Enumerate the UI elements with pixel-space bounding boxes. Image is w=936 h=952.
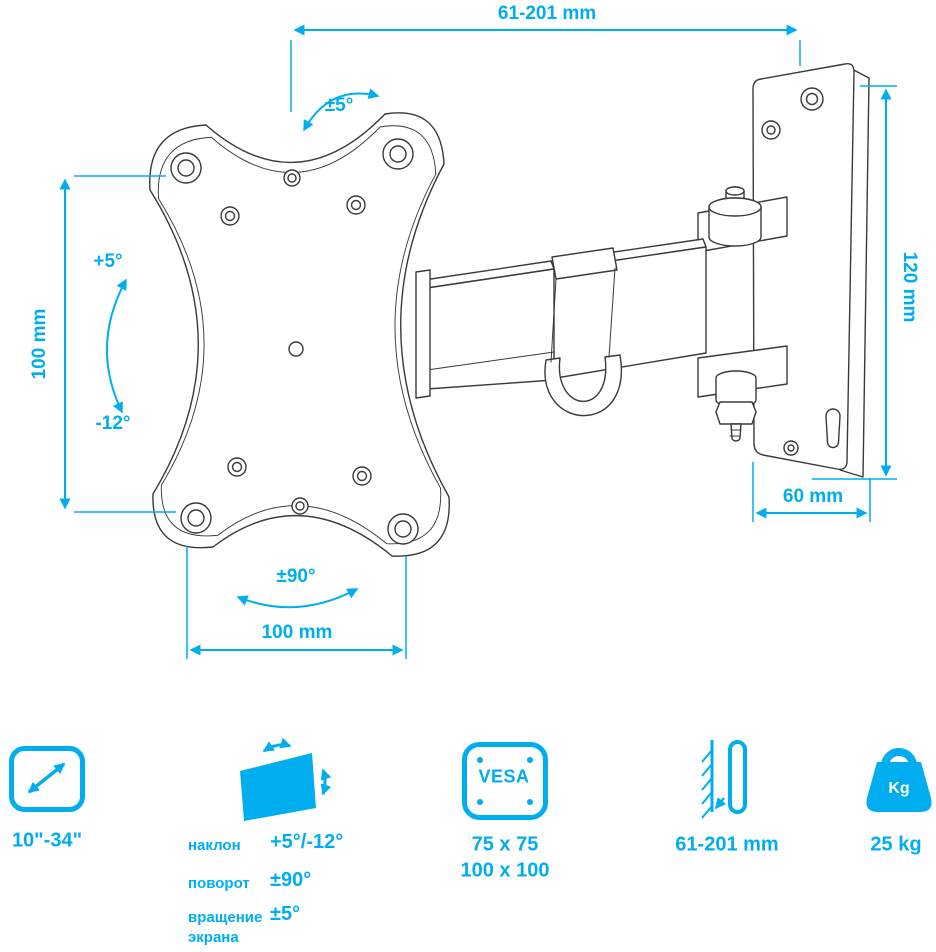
screen-tilt-icon [240, 737, 332, 821]
weight-value: 25 kg [870, 833, 922, 856]
mount-arm-drawing [415, 238, 707, 417]
vesa-size-2: 100 x 100 [460, 859, 550, 882]
vesa-plate-icon [462, 742, 548, 820]
wall-distance-icon [701, 740, 747, 819]
dim-tilt-down-label: -12° [95, 413, 131, 434]
movement-swivel-label: поворот [188, 875, 250, 892]
dim-swivel-label: ±90° [276, 566, 316, 587]
kettlebell-icon [866, 748, 932, 812]
dim-arm-extension-label: 61-201 mm [497, 3, 597, 24]
dim-bracket-depth-label: 60 mm [782, 486, 844, 507]
dim-tilt-up-label: +5° [93, 251, 123, 272]
movement-tilt-label: наклон [188, 837, 241, 854]
vesa-size-1: 75 x 75 [471, 833, 539, 856]
dim-plate-width-label: 100 mm [261, 622, 333, 643]
diagonal-size-icon [9, 746, 85, 812]
weight-unit-label: Kg [888, 780, 910, 797]
dimension-lines [59, 24, 897, 659]
dim-bracket-height-label: 120 mm [899, 251, 920, 323]
movement-swivel-value: ±90° [270, 869, 312, 891]
wall-distance-value: 61-201 mm [675, 833, 779, 856]
screen-size-value: 10"-34" [11, 829, 83, 852]
hinge-drawing [697, 186, 788, 442]
movement-rotation-value: ±5° [270, 903, 301, 925]
movement-tilt-value: +5°/-12° [270, 831, 344, 853]
wall-bracket-drawing [752, 62, 870, 478]
vesa-plate-drawing [149, 112, 450, 557]
dim-rotation-label: ±5° [324, 95, 354, 116]
movement-rotation-label: вращение экрана [188, 909, 263, 947]
dim-plate-height-label: 100 mm [29, 308, 50, 380]
vesa-badge-label: VESA [478, 766, 530, 787]
